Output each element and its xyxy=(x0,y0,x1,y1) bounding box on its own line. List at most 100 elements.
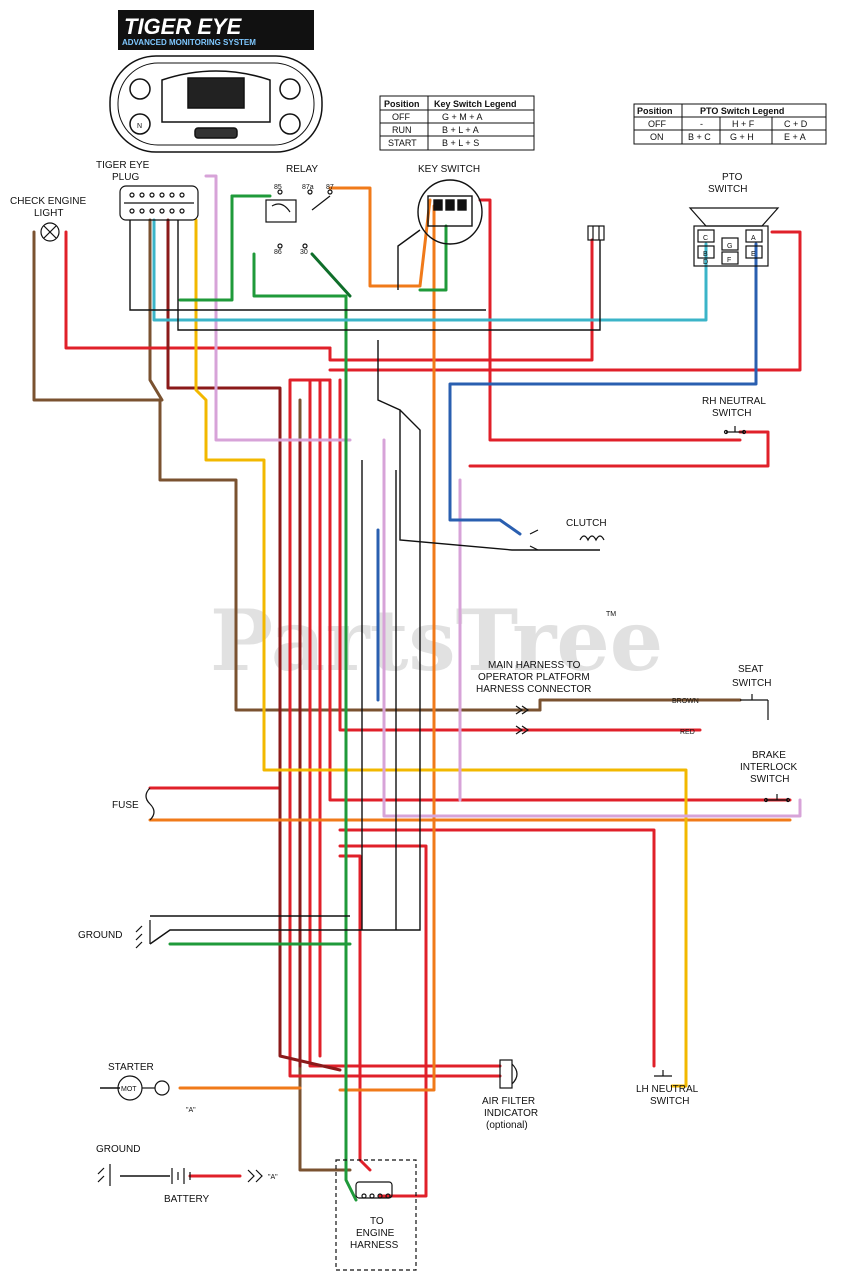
air-filter-indicator xyxy=(499,1059,518,1089)
pto-switch-legend: Position PTO Switch Legend OFF - H + F C… xyxy=(633,103,827,145)
brake-interlock-switch xyxy=(763,794,791,803)
pto-legend-cell: - xyxy=(700,119,703,129)
wire-black xyxy=(129,220,486,311)
fuse xyxy=(145,787,155,821)
wire-red xyxy=(328,230,802,372)
battery-label: BATTERY xyxy=(164,1194,210,1205)
pto-legend-header-title: PTO Switch Legend xyxy=(700,106,784,116)
wire-brown xyxy=(298,398,352,1172)
relay xyxy=(265,189,333,249)
pto-letter: B xyxy=(703,251,708,258)
wire-brown xyxy=(538,698,742,712)
watermark-text: PartsTree xyxy=(210,591,663,690)
logo-subtitle: ADVANCED MONITORING SYSTEM xyxy=(122,38,256,47)
wire-light-blue xyxy=(152,218,708,322)
pto-switch-label: PTO xyxy=(722,172,743,183)
relay-pin: 30 xyxy=(300,249,308,256)
key-legend-val: B + L + S xyxy=(442,138,479,148)
key-legend-pos: OFF xyxy=(392,112,410,122)
logo-title: TIGER EYE xyxy=(124,14,243,39)
key-legend-pos: START xyxy=(388,138,417,148)
check-engine-label: LIGHT xyxy=(34,208,63,219)
wire-green xyxy=(252,252,358,1202)
pto-letter: A xyxy=(751,235,756,242)
rh-neutral-label: RH NEUTRAL xyxy=(702,396,766,407)
wire-black xyxy=(149,929,350,945)
main-harness-label: OPERATOR PLATFORM xyxy=(478,672,590,683)
starter-mot-label: MOT xyxy=(121,1086,137,1093)
rh-neutral-label: SWITCH xyxy=(712,408,751,419)
wire-blue xyxy=(448,242,758,536)
brown-wire-tag: BROWN xyxy=(672,698,699,705)
key-legend-header-title: Key Switch Legend xyxy=(434,99,517,109)
pto-legend-cell: E + A xyxy=(784,132,806,142)
wire-black xyxy=(377,340,600,551)
wire-pink xyxy=(204,174,352,442)
wire-green xyxy=(230,194,272,222)
engine-harness-label: HARNESS xyxy=(350,1240,399,1251)
key-switch-label: KEY SWITCH xyxy=(418,164,480,175)
wire-brown xyxy=(148,218,164,402)
wire-red xyxy=(338,378,702,732)
pto-legend-cell: B + C xyxy=(688,132,711,142)
key-legend-val: G + M + A xyxy=(442,112,483,122)
wire-red xyxy=(328,378,792,802)
key-legend-val: B + L + A xyxy=(442,125,479,135)
air-filter-label: (optional) xyxy=(486,1120,528,1131)
engine-harness-label: TO xyxy=(370,1216,384,1227)
pto-letter: G xyxy=(727,243,732,250)
watermark: PartsTree TM xyxy=(210,591,663,690)
fuse-label: FUSE xyxy=(112,800,139,811)
tiger-eye-plug xyxy=(119,185,199,221)
check-engine-light xyxy=(40,222,60,242)
tiger-eye-logo: TIGER EYE ADVANCED MONITORING SYSTEM xyxy=(118,10,314,50)
wire-red xyxy=(308,378,502,1068)
wires xyxy=(32,174,802,1202)
wire-black xyxy=(397,229,421,290)
pto-letter: E xyxy=(751,251,756,258)
relay-label: RELAY xyxy=(286,164,318,175)
brake-switch-label: INTERLOCK xyxy=(740,762,798,773)
lh-neutral-label: LH NEUTRAL xyxy=(636,1084,699,1095)
wire-red xyxy=(338,854,372,1172)
connector-icon xyxy=(587,225,605,241)
starter-label: STARTER xyxy=(108,1062,154,1073)
wire-red xyxy=(468,430,770,468)
tiger-eye-plug-label: PLUG xyxy=(112,172,139,183)
check-engine-label: CHECK ENGINE xyxy=(10,196,86,207)
lh-neutral-label: SWITCH xyxy=(650,1096,689,1107)
wire-yellow xyxy=(194,218,688,1088)
wire-black xyxy=(177,220,601,331)
wire-red xyxy=(338,828,656,1068)
relay-pin: 87a xyxy=(302,184,314,191)
air-filter-label: INDICATOR xyxy=(484,1108,538,1119)
main-harness-label: MAIN HARNESS TO xyxy=(488,660,581,671)
clutch xyxy=(529,529,605,551)
wire-dark-green xyxy=(310,252,352,298)
key-legend-header-position: Position xyxy=(384,99,420,109)
pto-legend-header-position: Position xyxy=(637,106,673,116)
battery xyxy=(97,1164,263,1186)
red-wire-tag: RED xyxy=(680,729,695,736)
pto-letter: C xyxy=(703,235,708,242)
lh-neutral-switch xyxy=(654,1070,672,1077)
key-switch-legend: Position Key Switch Legend OFF G + M + A… xyxy=(379,95,535,151)
wire-red xyxy=(338,844,428,1198)
pto-letter: F xyxy=(727,257,731,264)
seat-switch-label: SEAT xyxy=(738,664,763,675)
main-harness-label: HARNESS CONNECTOR xyxy=(476,684,591,695)
seat-switch-label: SWITCH xyxy=(732,678,771,689)
engine-harness-label: ENGINE xyxy=(356,1228,395,1239)
tiger-eye-plug-label: TIGER EYE xyxy=(96,160,150,171)
pto-legend-cell: H + F xyxy=(732,119,755,129)
air-filter-label: AIR FILTER xyxy=(482,1096,535,1107)
rh-neutral-switch xyxy=(723,426,747,435)
wire-pink xyxy=(382,438,802,818)
wire-brown xyxy=(32,230,542,712)
pto-switch-label: SWITCH xyxy=(708,184,747,195)
wire-green xyxy=(178,194,234,302)
ground-symbol xyxy=(135,920,151,949)
monitor-display: N xyxy=(109,55,323,153)
a-tag: "A" xyxy=(186,1107,196,1114)
harness-connector-arrows xyxy=(515,705,530,735)
